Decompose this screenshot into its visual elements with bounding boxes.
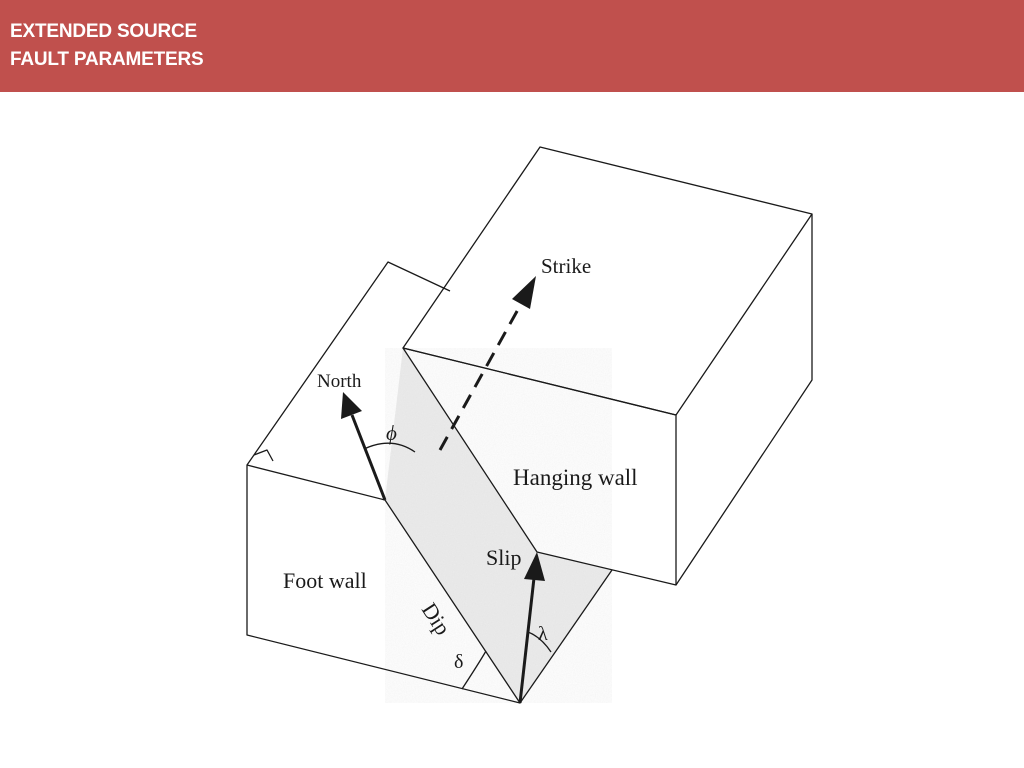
slip-arrow: [518, 552, 545, 704]
north-arrow: [341, 392, 387, 501]
foot-wall-label: Foot wall: [283, 568, 367, 593]
slide-title-line-2: FAULT PARAMETERS: [10, 49, 204, 70]
header-band: [0, 0, 1024, 92]
hanging-wall-label: Hanging wall: [513, 465, 638, 490]
fault-plane: [385, 348, 612, 703]
rake-angle-arc: [527, 631, 552, 653]
strike-arrow: [438, 276, 536, 451]
right-angle-marker: [253, 449, 274, 462]
slide-title-line-1: EXTENDED SOURCE: [10, 21, 198, 42]
delta-label: δ: [454, 651, 463, 673]
strike-label: Strike: [541, 254, 591, 278]
dip-angle-arc: [461, 650, 487, 690]
phi-angle-arc: [363, 442, 416, 453]
north-label: North: [317, 371, 362, 392]
lambda-label: λ: [538, 623, 548, 645]
hanging-wall-block: [402, 146, 813, 586]
slide-title: EXTENDED SOURCE FAULT PARAMETERS: [10, 18, 204, 74]
phi-label: ϕ: [386, 421, 397, 445]
dip-label: Dip: [417, 598, 456, 639]
slip-label: Slip: [486, 545, 521, 570]
